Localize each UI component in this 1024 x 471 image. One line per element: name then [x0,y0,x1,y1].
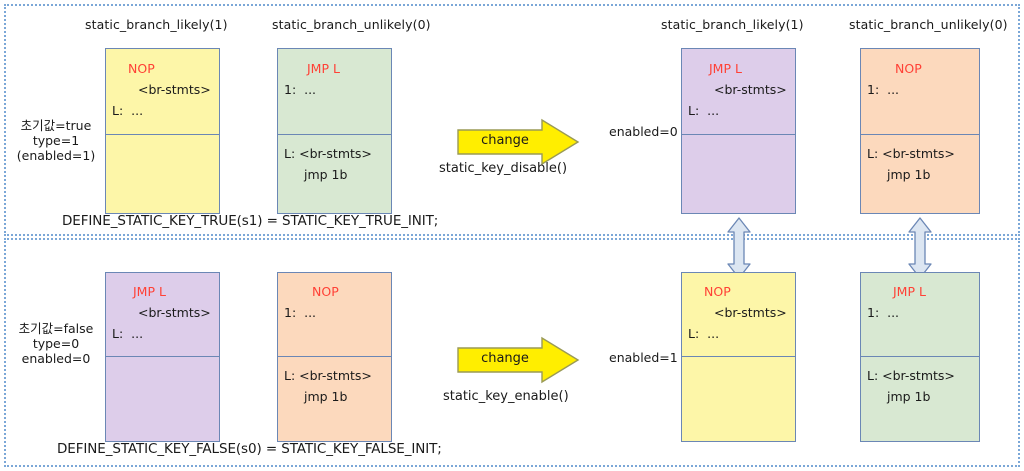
bottom-box-4: JMP L 1: ... L: <br-stmts> jmp 1b [860,272,980,442]
bottom-box-3-line-3: L: ... [688,326,720,341]
top-box-2-line-4: jmp 1b [304,167,348,182]
top-box-4-line-2: 1: ... [867,82,900,97]
top-box-4-line-4: jmp 1b [887,167,931,182]
vertical-double-arrow-left [726,217,752,279]
top-box-1-upper: NOP <br-stmts> L: ... [106,49,219,135]
top-header-col2: static_branch_unlikely(0) [272,17,431,32]
top-box-4: NOP 1: ... L: <br-stmts> jmp 1b [860,48,980,214]
top-box-2-upper: JMP L 1: ... [278,49,391,135]
double-arrow-vertical-icon [908,217,932,279]
top-box-3-lower [682,135,795,213]
bottom-caption: DEFINE_STATIC_KEY_FALSE(s0) = STATIC_KEY… [57,441,442,457]
top-section-panel [4,4,1020,236]
top-caption: DEFINE_STATIC_KEY_TRUE(s1) = STATIC_KEY_… [62,213,439,229]
bottom-box-3-lower [682,357,795,441]
top-box-2-line-2: 1: ... [284,82,317,97]
top-box-1: NOP <br-stmts> L: ... [105,48,220,214]
top-change-arrow: change [456,118,580,166]
bottom-box-4-lower: L: <br-stmts> jmp 1b [861,357,979,441]
bottom-box-4-line-3: L: <br-stmts> [867,368,955,383]
bottom-box-2-line-1: NOP [312,284,339,299]
top-box-3-line-2: <br-stmts> [714,82,787,97]
top-box-4-line-3: L: <br-stmts> [867,146,955,161]
bottom-box-1-line-1: JMP L [133,284,166,299]
bottom-box-1-upper: JMP L <br-stmts> L: ... [106,273,219,357]
bottom-box-4-line-2: 1: ... [867,305,900,320]
bottom-box-2-upper: NOP 1: ... [278,273,391,357]
top-box-1-line-1: NOP [128,61,155,76]
bottom-box-2-lower: L: <br-stmts> jmp 1b [278,357,391,441]
top-box-1-lower [106,135,219,213]
bottom-box-2: NOP 1: ... L: <br-stmts> jmp 1b [277,272,392,442]
bottom-box-3-line-2: <br-stmts> [714,305,787,320]
top-header-col1: static_branch_likely(1) [85,17,228,32]
bottom-change-arrow-caption: static_key_enable() [443,389,569,404]
top-box-3: JMP L <br-stmts> L: ... [681,48,796,214]
bottom-box-1: JMP L <br-stmts> L: ... [105,272,220,442]
vertical-double-arrow-right [907,217,933,279]
top-box-3-line-1: JMP L [709,61,742,76]
top-box-2-line-1: JMP L [307,61,340,76]
top-box-2: JMP L 1: ... L: <br-stmts> jmp 1b [277,48,392,214]
bottom-box-2-line-2: 1: ... [284,305,317,320]
bottom-right-state-label: enabled=1 [609,350,678,365]
bottom-state-label: 초기값=false type=0 enabled=0 [18,321,94,366]
bottom-box-4-line-4: jmp 1b [887,389,931,404]
bottom-box-2-line-4: jmp 1b [304,389,348,404]
top-box-2-lower: L: <br-stmts> jmp 1b [278,135,391,213]
bottom-box-1-line-3: L: ... [112,326,144,341]
bottom-section-panel [4,238,1020,467]
bottom-box-3-line-1: NOP [704,284,731,299]
top-right-state-label: enabled=0 [609,124,678,139]
top-box-3-line-3: L: ... [688,103,720,118]
change-arrow-icon [457,336,580,384]
double-arrow-vertical-icon [727,217,751,279]
bottom-box-1-line-2: <br-stmts> [138,305,211,320]
top-box-4-upper: NOP 1: ... [861,49,979,135]
top-change-arrow-caption: static_key_disable() [439,161,568,176]
top-header-col3: static_branch_likely(1) [661,17,804,32]
top-box-1-line-3: L: ... [112,103,144,118]
top-state-label: 초기값=true type=1 (enabled=1) [16,118,96,163]
bottom-box-2-line-3: L: <br-stmts> [284,368,372,383]
bottom-box-4-line-1: JMP L [893,284,926,299]
change-arrow-icon [457,118,580,166]
top-box-4-lower: L: <br-stmts> jmp 1b [861,135,979,213]
bottom-box-3: NOP <br-stmts> L: ... [681,272,796,442]
bottom-box-4-upper: JMP L 1: ... [861,273,979,357]
top-header-col4: static_branch_unlikely(0) [849,17,1008,32]
bottom-change-arrow: change [456,336,580,384]
top-box-3-upper: JMP L <br-stmts> L: ... [682,49,795,135]
bottom-box-1-lower [106,357,219,441]
top-box-2-line-3: L: <br-stmts> [284,146,372,161]
top-box-1-line-2: <br-stmts> [138,82,211,97]
bottom-box-3-upper: NOP <br-stmts> L: ... [682,273,795,357]
top-box-4-line-1: NOP [895,61,922,76]
